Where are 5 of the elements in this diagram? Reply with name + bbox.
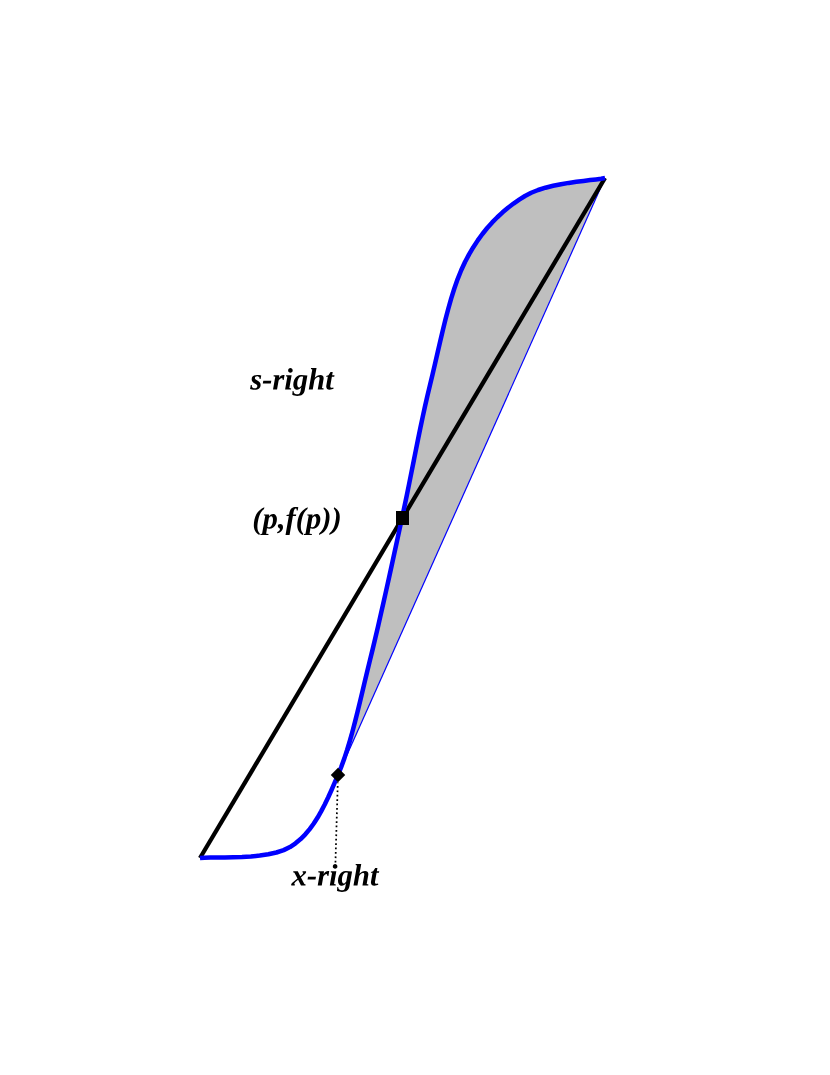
point-label: (p,f(p)) bbox=[253, 506, 340, 536]
leader-line bbox=[334, 781, 339, 864]
axis-label: x-right bbox=[291, 864, 380, 892]
point-label: s-right bbox=[250, 368, 335, 396]
point-marker bbox=[330, 767, 346, 783]
